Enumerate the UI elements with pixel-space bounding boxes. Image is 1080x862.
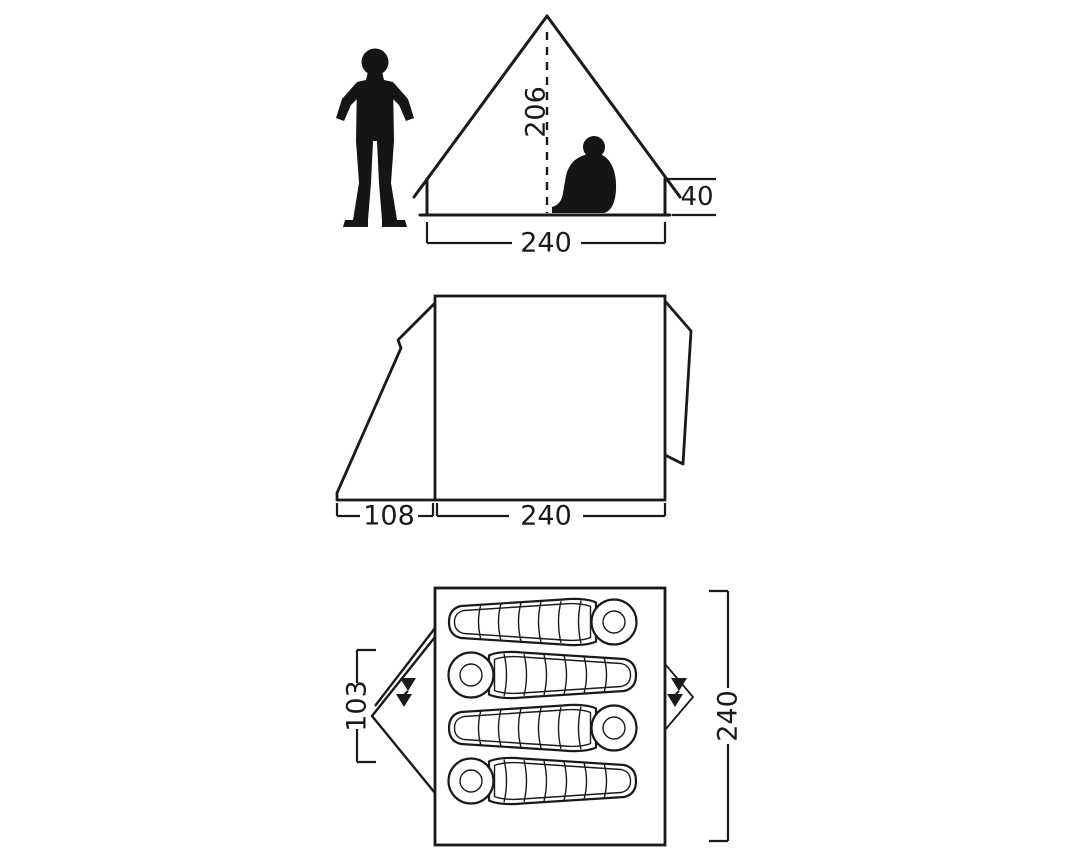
side-vestibule-dimension <box>335 503 435 518</box>
front-wall-label: 40 <box>680 182 713 212</box>
front-view: 206 40 240 <box>336 14 716 259</box>
seated-person-silhouette <box>552 136 617 213</box>
top-view-vestibule <box>370 627 436 794</box>
top-length-dimension <box>709 589 730 843</box>
front-width-label: 240 <box>520 228 572 259</box>
top-view-rear-entrance <box>664 663 694 731</box>
side-view-body <box>433 294 667 502</box>
side-view-rear-flap <box>663 300 693 466</box>
top-view: 103 240 <box>342 586 744 847</box>
side-view: 108 240 <box>335 294 693 532</box>
side-view-vestibule <box>335 302 436 502</box>
standing-person-silhouette <box>336 48 414 227</box>
side-length-label: 240 <box>520 501 572 532</box>
front-height-label: 206 <box>521 86 552 138</box>
top-vestibule-dimension <box>355 648 376 764</box>
front-width-dimension <box>425 222 667 245</box>
side-length-dimension <box>435 503 667 518</box>
side-vestibule-label: 108 <box>363 501 415 532</box>
tent-front-outline <box>412 14 682 217</box>
door-arrow-right <box>666 677 688 708</box>
front-wall-dimension <box>668 177 716 217</box>
top-vestibule-label: 103 <box>342 680 373 732</box>
top-length-label: 240 <box>713 690 744 742</box>
